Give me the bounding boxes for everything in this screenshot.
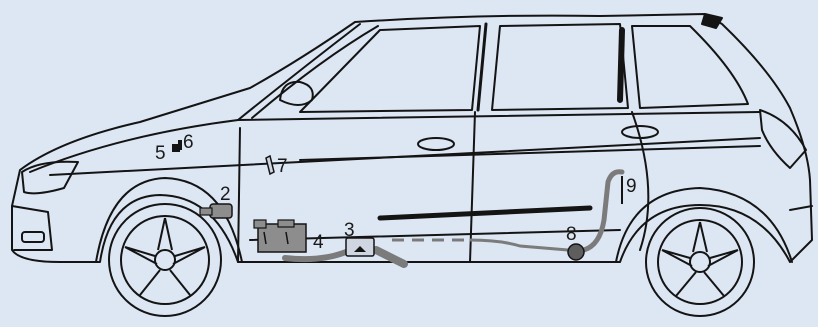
rear-arch (615, 187, 793, 263)
dosing-pump (345, 237, 375, 257)
callout-8: 8 (566, 224, 577, 245)
rear-bumper (789, 205, 813, 211)
coolant-pump (199, 203, 233, 219)
callout-6: 6 (183, 132, 194, 153)
exhaust-pipe (372, 246, 408, 268)
body-outline (11, 13, 813, 263)
front-door-handle (417, 137, 455, 151)
heater-system (172, 140, 625, 268)
callout-3: 3 (344, 220, 355, 241)
front-bumper (11, 205, 53, 251)
lower-crease (299, 145, 761, 161)
callout-9: 9 (626, 176, 637, 197)
control-module (178, 140, 182, 150)
heater-unit (253, 219, 307, 253)
car-body (11, 13, 813, 263)
tank-connector (567, 243, 585, 261)
front-door-line (237, 127, 241, 263)
quarter-window (631, 25, 749, 109)
side-mirror (279, 80, 314, 106)
tank-hose (581, 169, 625, 253)
rocker-strip (377, 205, 593, 221)
callout-labels: 2 3 4 5 6 7 8 9 (155, 132, 637, 253)
windshield-inner (251, 25, 379, 119)
roof-spoiler (701, 13, 723, 29)
callout-7: 7 (277, 156, 288, 177)
callout-4: 4 (313, 232, 324, 253)
headlight (21, 160, 79, 195)
rear-door-line (631, 111, 650, 251)
relay-block (172, 144, 180, 152)
timer-unit (265, 154, 275, 176)
fuel-line-solid (282, 249, 349, 263)
windshield (237, 23, 361, 121)
rear-wheel (645, 207, 755, 317)
callout-2: 2 (220, 184, 231, 205)
belt-line (237, 111, 761, 121)
fog-lamp (21, 231, 45, 243)
front-window (299, 25, 481, 113)
front-arch (95, 177, 243, 263)
rear-window (491, 23, 629, 111)
fuel-line (469, 238, 569, 252)
b-pillar (476, 22, 488, 112)
callout-5: 5 (155, 143, 166, 164)
sill-line (249, 229, 621, 241)
tail-light (759, 109, 807, 169)
mid-door-line (469, 111, 476, 263)
c-pillar (617, 27, 625, 103)
front-wheel (108, 203, 222, 317)
rear-door-handle (621, 125, 659, 139)
